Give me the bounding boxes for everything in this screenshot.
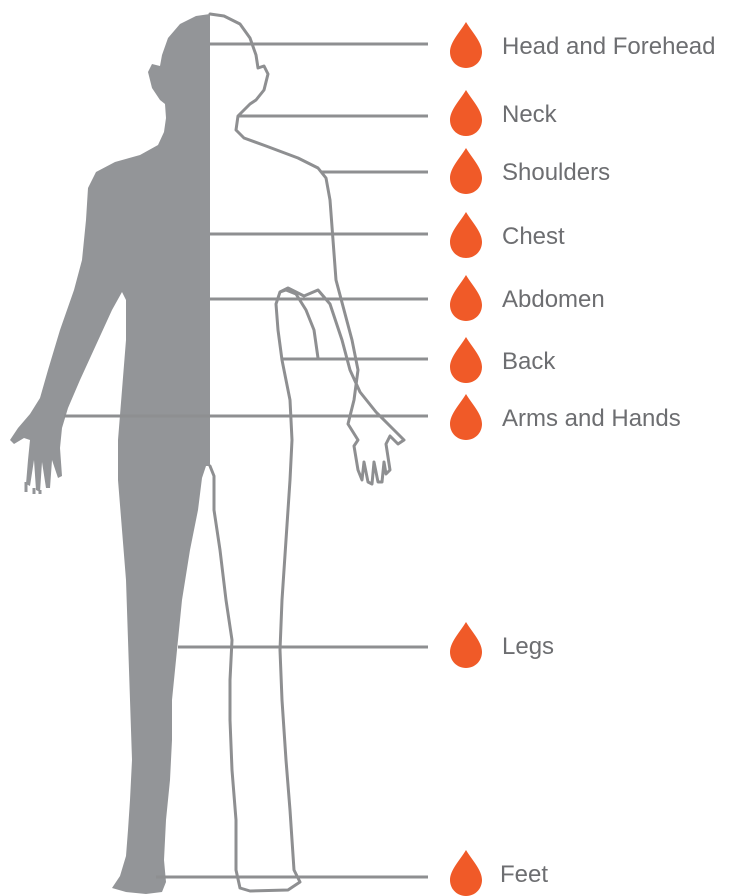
sweat-drop-icon <box>450 337 482 383</box>
label-shoulders: Shoulders <box>502 159 610 186</box>
sweat-drop-icon <box>450 394 482 440</box>
sweat-drop-icon <box>450 622 482 668</box>
label-item-head: Head and Forehead <box>450 22 716 68</box>
label-list: Head and Forehead Neck Shoulders Chest A… <box>450 22 716 896</box>
label-item-legs: Legs <box>450 622 554 668</box>
label-item-neck: Neck <box>450 90 558 136</box>
label-item-shoulders: Shoulders <box>450 148 610 194</box>
label-arms: Arms and Hands <box>502 405 681 432</box>
body-silhouette-left-half <box>10 14 210 894</box>
sweat-drop-icon <box>450 148 482 194</box>
label-legs: Legs <box>502 633 554 660</box>
label-back: Back <box>502 348 556 375</box>
sweat-drop-icon <box>450 212 482 258</box>
label-head: Head and Forehead <box>502 33 716 60</box>
label-item-chest: Chest <box>450 212 565 258</box>
label-abdomen: Abdomen <box>502 286 605 313</box>
label-chest: Chest <box>502 223 565 250</box>
sweat-drop-icon <box>450 850 482 896</box>
sweat-drop-icon <box>450 275 482 321</box>
label-neck: Neck <box>502 101 558 128</box>
label-item-back: Back <box>450 337 556 383</box>
label-item-arms: Arms and Hands <box>450 394 681 440</box>
label-feet: Feet <box>500 861 548 888</box>
label-item-abdomen: Abdomen <box>450 275 605 321</box>
sweat-drop-icon <box>450 90 482 136</box>
body-outline-right-half <box>210 14 404 891</box>
sweat-drop-icon <box>450 22 482 68</box>
label-item-feet: Feet <box>450 850 548 896</box>
